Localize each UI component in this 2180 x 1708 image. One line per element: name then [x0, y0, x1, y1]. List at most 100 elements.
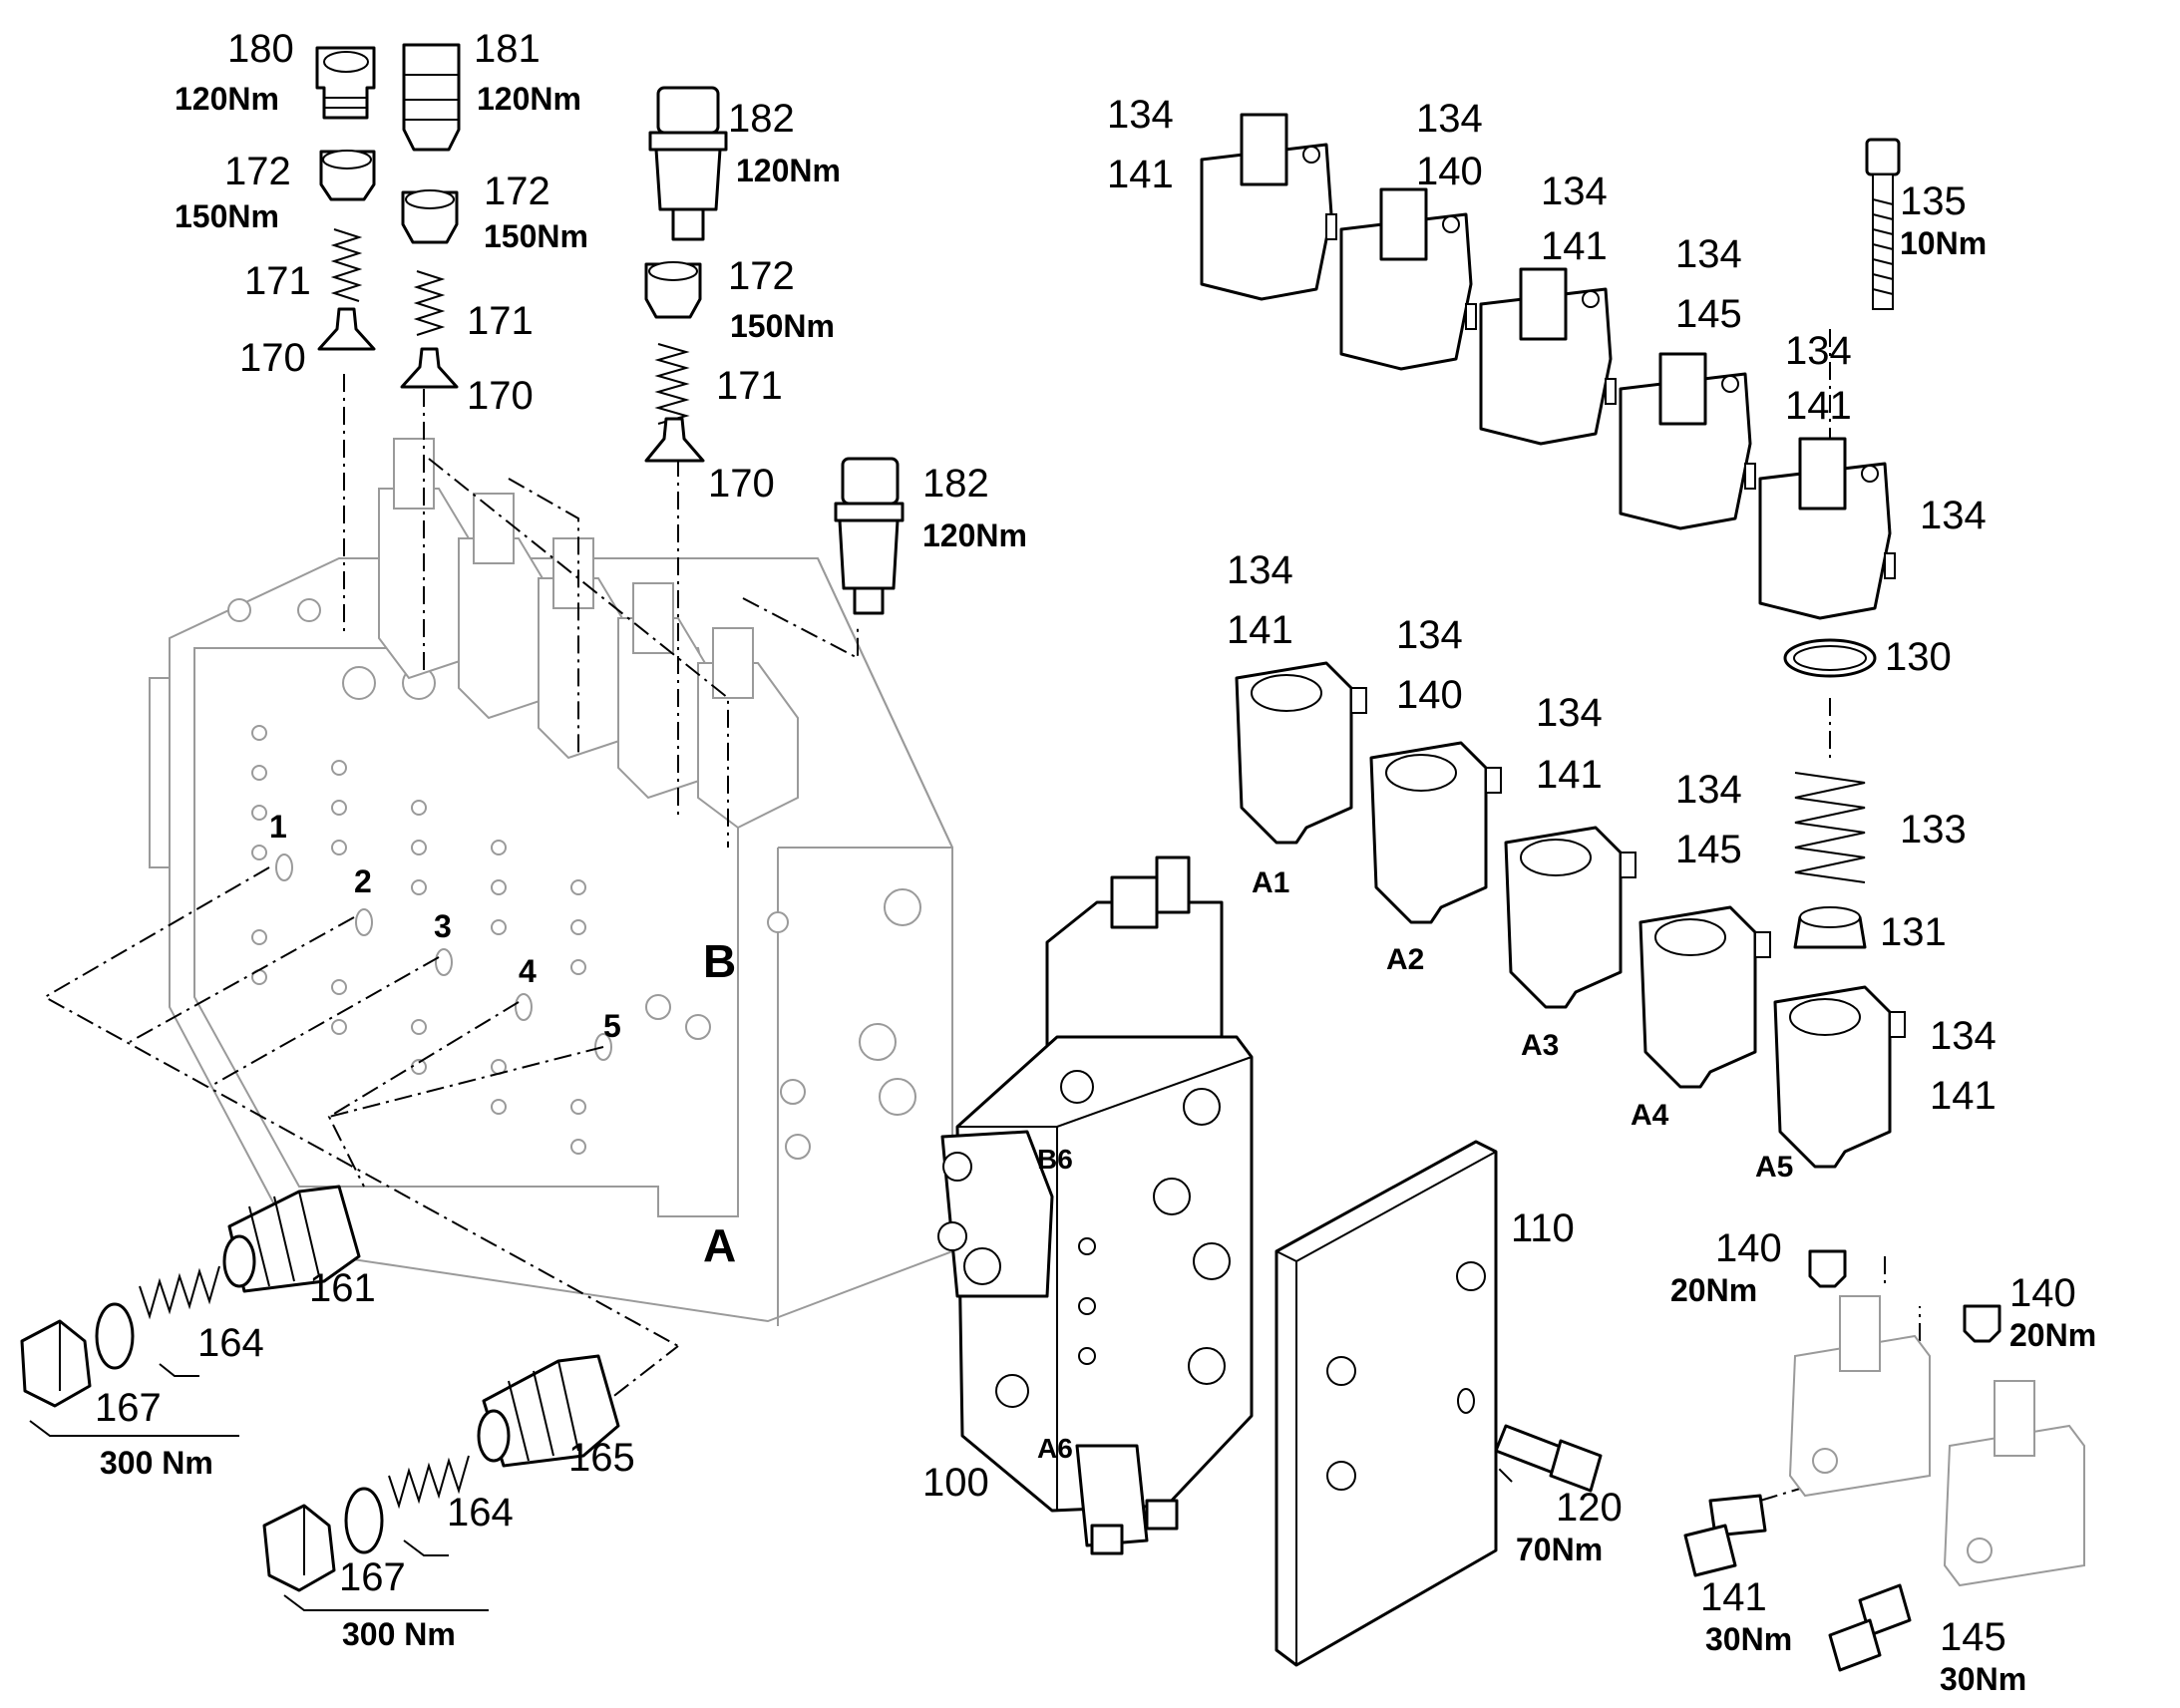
label-b6: B6: [1037, 1144, 1073, 1175]
label-181: 181: [474, 27, 541, 71]
label-182-a-torque: 120Nm: [736, 153, 841, 188]
plug-167-a: [20, 1319, 92, 1408]
oring-130: [1783, 638, 1877, 678]
label-165: 165: [568, 1436, 635, 1480]
housing-a5: [1773, 985, 1906, 1169]
solenoid-labels: 134 141 134 140 134 141 134 145 134 141 …: [1107, 93, 1987, 954]
h5-port: A5: [1755, 1151, 1793, 1184]
spring-171-a: [330, 228, 363, 302]
d1-141-torque: 30Nm: [1705, 1621, 1792, 1657]
block-port-numbers: 1 2 3 4 5: [269, 809, 621, 1044]
h3-port: A3: [1521, 1029, 1559, 1062]
label-182-b: 182: [922, 462, 989, 506]
port-4-label: 4: [519, 953, 537, 989]
poppet-170-a: [317, 307, 376, 351]
side-b-label: B: [703, 935, 736, 987]
block-port-holes: [251, 725, 612, 1155]
label-172-b: 172: [484, 170, 550, 213]
label-130: 130: [1885, 635, 1952, 679]
label-171-b: 171: [467, 299, 534, 343]
port-2-label: 2: [354, 863, 372, 899]
housing-a2: [1369, 741, 1502, 924]
spool-165: [477, 1354, 620, 1468]
oring-167-a: [95, 1302, 135, 1370]
label-164-a: 164: [197, 1321, 264, 1365]
solenoid-3: [1479, 267, 1617, 446]
sol5-141: 141: [1785, 384, 1852, 428]
housing-a3: [1504, 826, 1636, 1009]
label-110: 110: [1511, 1206, 1575, 1250]
spring-164-a: [139, 1265, 220, 1320]
d2-145-torque: 30Nm: [1940, 1661, 2026, 1697]
housings: [1235, 661, 1906, 1169]
label-171-c: 171: [716, 364, 783, 408]
label-167-a-torque: 300 Nm: [100, 1445, 213, 1481]
spring-171-b: [413, 270, 446, 336]
solenoid-row: [1200, 113, 1901, 949]
d2-140-torque: 20Nm: [2009, 1317, 2096, 1353]
sol4-134: 134: [1675, 232, 1742, 276]
label-181-torque: 120Nm: [477, 81, 581, 117]
h2-140: 140: [1396, 673, 1463, 717]
h2-port: A2: [1386, 943, 1424, 976]
label-170-a: 170: [239, 336, 306, 380]
label-171-a: 171: [244, 259, 311, 303]
label-172-c-torque: 150Nm: [730, 308, 835, 344]
h1-port: A1: [1252, 866, 1289, 899]
mounted-solenoids-on-block: [378, 438, 799, 830]
h1-134: 134: [1227, 548, 1293, 592]
part-172-a: [319, 150, 376, 201]
plug-140-b: [1963, 1304, 2001, 1343]
main-valve-block: B A: [149, 438, 953, 1326]
label-182-b-torque: 120Nm: [922, 517, 1027, 553]
plug-167-b: [262, 1504, 336, 1592]
label-182-a: 182: [728, 97, 795, 141]
label-170-c: 170: [708, 462, 775, 506]
spring-133: [1794, 772, 1866, 883]
housing-labels: 134 141 A1 134 140 A2 134 141 A3 134 145…: [1227, 548, 1997, 1184]
sol5-134: 134: [1785, 329, 1852, 373]
sol5-134b: 134: [1920, 494, 1987, 537]
h4-145: 145: [1675, 828, 1742, 871]
part-181: [402, 43, 461, 152]
label-120: 120: [1556, 1486, 1623, 1530]
detail-solenoids: [1683, 1249, 2085, 1672]
label-167-a: 167: [95, 1386, 162, 1430]
solenoid-2: [1339, 187, 1477, 371]
d2-140: 140: [2009, 1271, 2076, 1315]
fitting-145: [1828, 1583, 1912, 1672]
h2-134: 134: [1396, 613, 1463, 657]
part-172-b: [401, 189, 459, 244]
sol3-141: 141: [1541, 224, 1608, 268]
spool-161: [222, 1185, 361, 1293]
solenoid-5: [1758, 437, 1896, 620]
label-133: 133: [1900, 808, 1967, 852]
fitting-141: [1683, 1494, 1767, 1577]
h1-141: 141: [1227, 608, 1293, 652]
bottom-left-labels: 161 164 167 300 Nm 165 164 167 300 Nm: [95, 1266, 635, 1652]
plug-140-a: [1808, 1249, 1847, 1288]
d2-145: 145: [1940, 1615, 2006, 1659]
label-172-a-torque: 150Nm: [175, 198, 279, 234]
bolt-135: [1865, 138, 1901, 310]
label-164-b: 164: [447, 1491, 514, 1535]
housing-a4: [1638, 905, 1771, 1089]
label-180-torque: 120Nm: [175, 81, 279, 117]
h3-134: 134: [1536, 691, 1603, 735]
d1-140-torque: 20Nm: [1670, 1272, 1757, 1308]
part-182-a: [648, 86, 728, 241]
spring-164-b: [388, 1455, 470, 1510]
sol4-145: 145: [1675, 292, 1742, 336]
h3-141: 141: [1536, 753, 1603, 797]
label-135-torque: 10Nm: [1900, 225, 1987, 261]
d1-141: 141: [1700, 1575, 1767, 1619]
label-172-a: 172: [224, 150, 291, 193]
h4-134: 134: [1675, 768, 1742, 812]
seat-131: [1793, 906, 1867, 949]
label-135: 135: [1900, 179, 1967, 223]
side-a-label: A: [703, 1219, 736, 1271]
sol2-140: 140: [1416, 150, 1483, 193]
port-1-label: 1: [269, 809, 287, 845]
solenoid-1: [1200, 113, 1337, 301]
label-100: 100: [922, 1461, 989, 1505]
